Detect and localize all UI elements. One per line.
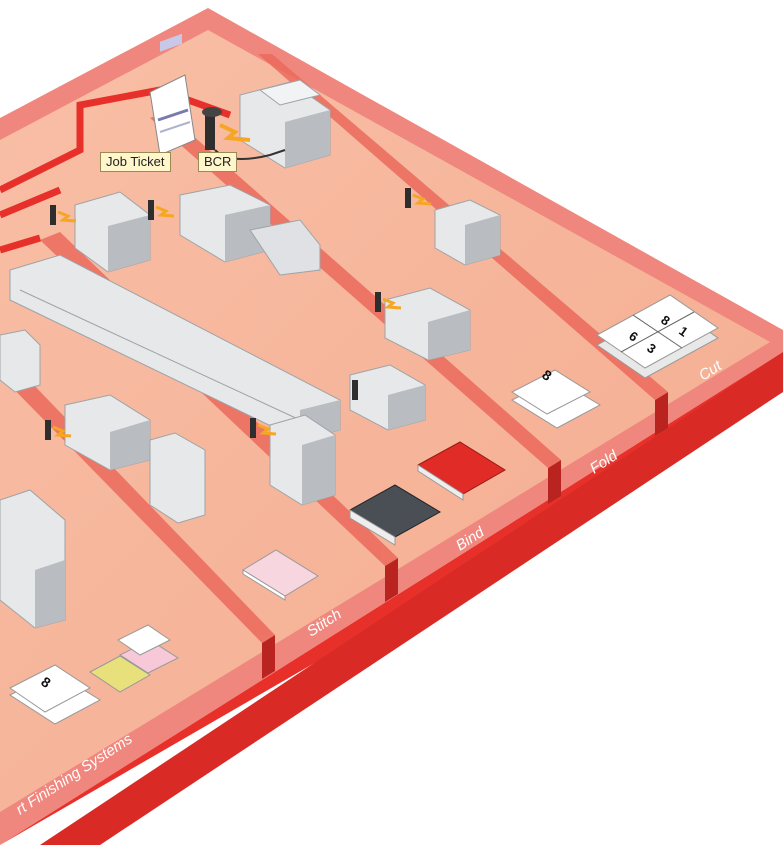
machine-left-tower: [0, 330, 40, 392]
bcr-label: BCR: [198, 152, 237, 172]
machine-stitcher-mid: [270, 415, 335, 505]
job-ticket-label: Job Ticket: [100, 152, 171, 172]
